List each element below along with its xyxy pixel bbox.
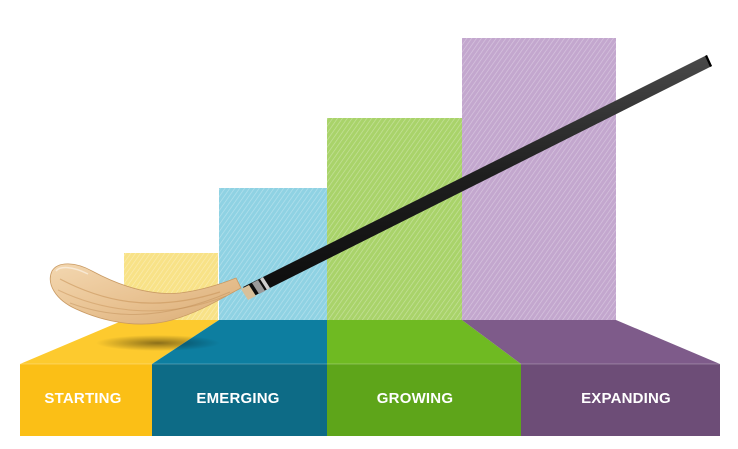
step-growing: [327, 364, 521, 436]
step-expanding: [521, 364, 720, 436]
step-starting: [20, 364, 152, 436]
platform-top-expanding: [462, 320, 720, 364]
step-label-starting: STARTING: [44, 390, 121, 407]
step-label-growing: GROWING: [377, 390, 453, 407]
platform-top-emerging: [152, 320, 327, 364]
step-label-emerging: EMERGING: [196, 390, 279, 407]
platform-front: [20, 363, 720, 436]
bars: [124, 38, 616, 320]
step-label-expanding: EXPANDING: [581, 390, 671, 407]
step-emerging: [152, 364, 327, 436]
step-labels: STARTING EMERGING GROWING EXPANDING: [44, 390, 671, 407]
platform-top-growing: [327, 320, 521, 364]
hockey-stick-icon: [50, 55, 712, 351]
